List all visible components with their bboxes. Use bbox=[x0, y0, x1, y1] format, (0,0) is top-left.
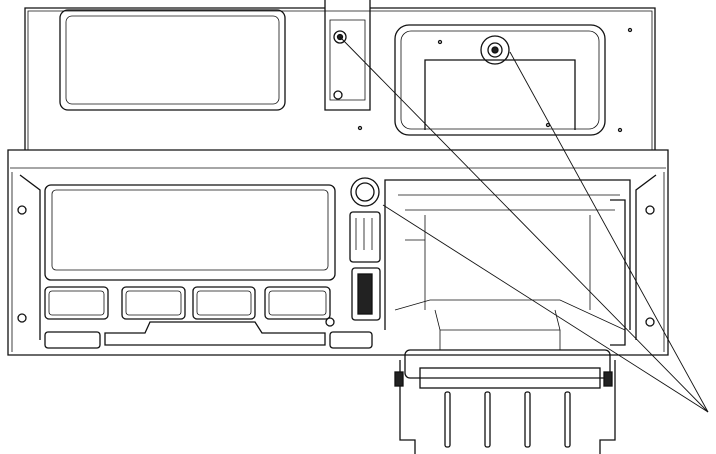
card-slot bbox=[349, 211, 381, 263]
round-button bbox=[350, 177, 380, 207]
screw-icon bbox=[333, 30, 347, 44]
button-row bbox=[44, 286, 373, 349]
printer-opening bbox=[384, 179, 631, 346]
front-panel bbox=[7, 149, 669, 356]
display-window bbox=[44, 184, 336, 281]
printer-drawer bbox=[394, 309, 616, 454]
leader-lines bbox=[339, 36, 709, 413]
connectors bbox=[349, 177, 381, 321]
top-plate bbox=[24, 0, 656, 150]
screw-icon bbox=[480, 35, 510, 65]
usb-port bbox=[351, 267, 381, 321]
